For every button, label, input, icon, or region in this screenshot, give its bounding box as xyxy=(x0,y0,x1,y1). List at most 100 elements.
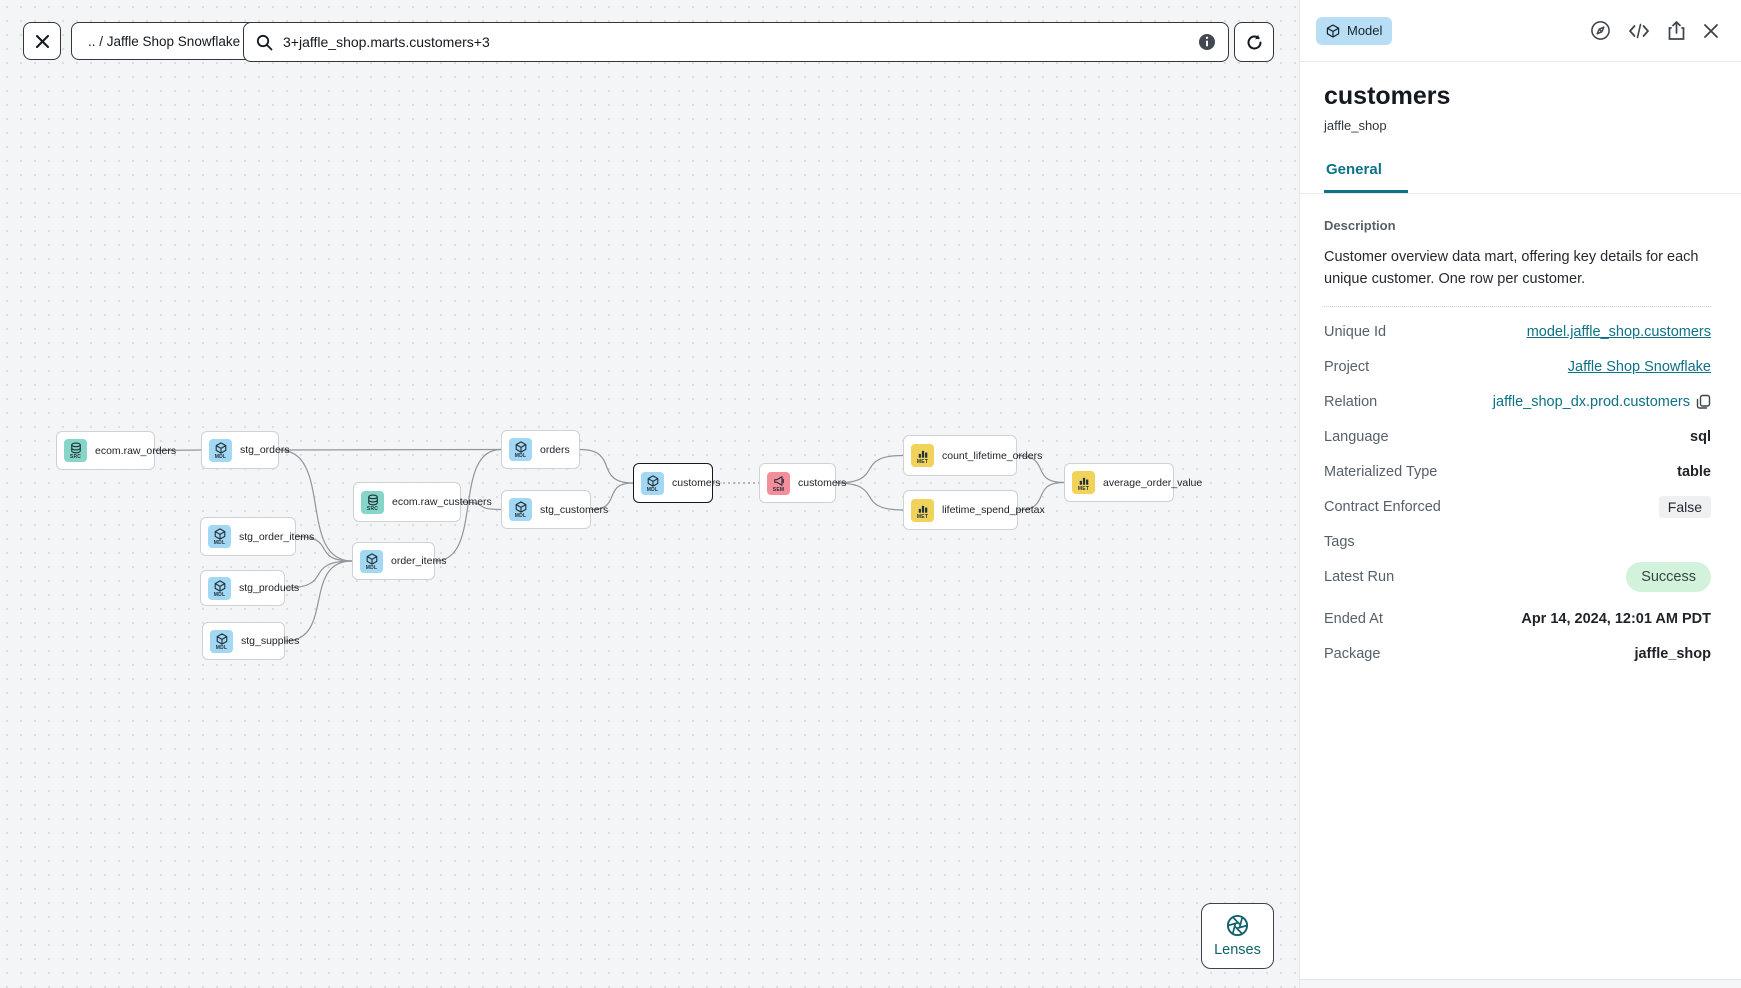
description-label: Description xyxy=(1324,218,1396,233)
node-label: stg_order_items xyxy=(239,530,315,543)
lineage-search[interactable] xyxy=(243,22,1229,62)
dag-edge-stg_orders-orders xyxy=(278,448,502,451)
field-label: Package xyxy=(1324,646,1381,663)
node-label: customers xyxy=(798,477,847,489)
field-row-latest-run: Latest Run Success xyxy=(1324,560,1711,595)
refresh-button[interactable] xyxy=(1234,22,1274,62)
field-row-project: Project Jaffle Shop Snowflake xyxy=(1324,350,1711,385)
dag-node-customers[interactable]: MDL customers xyxy=(633,463,720,503)
dag-node-stg_supplies[interactable]: MDL stg_supplies xyxy=(202,622,299,660)
node-label: stg_products xyxy=(239,582,300,594)
details-panel: Model customers jaffle_shop General Desc… xyxy=(1299,0,1741,988)
close-panel-icon[interactable] xyxy=(1703,23,1719,39)
copy-icon[interactable] xyxy=(1696,394,1711,410)
node-label: ecom.raw_customers xyxy=(392,496,492,508)
lenses-label: Lenses xyxy=(1214,942,1261,958)
dag-node-stg_customers[interactable]: MDL stg_customers xyxy=(501,490,608,529)
field-label: Ended At xyxy=(1324,611,1383,628)
dag-node-order_items[interactable]: MDL order_items xyxy=(352,542,446,580)
lenses-button[interactable]: Lenses xyxy=(1201,903,1274,969)
refresh-icon xyxy=(1247,34,1261,49)
node-label: stg_orders xyxy=(240,444,290,456)
dag-node-raw_orders[interactable]: SRC ecom.raw_orders xyxy=(56,431,176,470)
model-cube-icon: MDL xyxy=(509,498,532,521)
model-cube-icon: MDL xyxy=(210,629,233,653)
panel-footer xyxy=(1300,979,1741,988)
dag-node-stg_products[interactable]: MDL stg_products xyxy=(200,570,299,606)
field-row-ended-at: Ended At Apr 14, 2024, 12:01 AM PDT xyxy=(1324,602,1711,637)
node-label: orders xyxy=(540,443,570,456)
resource-type-badge: Model xyxy=(1316,16,1393,45)
info-icon[interactable] xyxy=(1198,33,1216,51)
model-cube-icon: MDL xyxy=(208,576,231,600)
metric-chart-icon: MET xyxy=(911,498,934,522)
metric-chart-icon: MET xyxy=(911,444,934,467)
code-icon[interactable] xyxy=(1628,22,1650,40)
field-label: Relation xyxy=(1324,394,1378,411)
dag-edge-orders-customers xyxy=(579,448,634,484)
field-link[interactable]: Jaffle Shop Snowflake xyxy=(1567,359,1711,376)
field-label: Contract Enforced xyxy=(1324,499,1441,516)
dag-node-stg_orders[interactable]: MDL stg_orders xyxy=(201,431,290,469)
metric-chart-icon: MET xyxy=(1072,471,1095,494)
field-value: Apr 14, 2024, 12:01 AM PDT xyxy=(1521,611,1711,628)
model-cube-icon xyxy=(1326,23,1340,38)
node-label: lifetime_spend_pretax xyxy=(942,504,1045,516)
dag-node-lifetime_spend[interactable]: MET lifetime_spend_pretax xyxy=(903,490,1045,530)
model-package-subtitle: jaffle_shop xyxy=(1324,118,1387,133)
search-icon xyxy=(256,34,273,50)
field-value: jaffle_shop_dx.prod.customers xyxy=(1492,394,1690,411)
model-cube-icon: MDL xyxy=(208,525,231,548)
share-icon[interactable] xyxy=(1667,20,1686,41)
field-row-contract-enforced: Contract Enforced False xyxy=(1324,490,1711,525)
model-cube-icon: MDL xyxy=(509,438,532,461)
field-row-relation: Relation jaffle_shop_dx.prod.customers xyxy=(1324,385,1711,420)
field-row-tags: Tags xyxy=(1324,525,1711,560)
lenses-aperture-icon xyxy=(1226,914,1249,937)
status-badge: Success xyxy=(1626,562,1711,593)
field-link[interactable]: model.jaffle_shop.customers xyxy=(1526,324,1711,341)
search-input[interactable] xyxy=(281,33,1198,51)
breadcrumb-label: .. / Jaffle Shop Snowflake xyxy=(88,33,241,49)
model-cube-icon: MDL xyxy=(360,549,383,573)
field-label: Language xyxy=(1324,429,1389,446)
dag-edge-stg_supplies-order_items xyxy=(284,560,353,642)
source-database-icon: SRC xyxy=(64,439,87,462)
node-label: stg_customers xyxy=(540,503,609,516)
close-icon xyxy=(35,34,49,48)
model-title: customers xyxy=(1324,82,1451,110)
node-label: ecom.raw_orders xyxy=(95,444,177,457)
node-label: order_items xyxy=(391,555,447,567)
value-badge: False xyxy=(1658,496,1711,519)
close-lineage-button[interactable] xyxy=(23,22,61,60)
node-label: customers xyxy=(672,477,721,489)
dag-node-count_lifetime[interactable]: MET count_lifetime_orders xyxy=(903,435,1042,476)
node-label: stg_supplies xyxy=(241,635,300,647)
field-label: Project xyxy=(1324,359,1370,376)
field-label: Tags xyxy=(1324,534,1355,551)
model-cube-icon: MDL xyxy=(641,471,664,495)
field-label: Latest Run xyxy=(1324,569,1395,586)
tab-general[interactable]: General xyxy=(1324,161,1408,193)
dag-node-raw_customers[interactable]: SRC ecom.raw_customers xyxy=(353,482,492,522)
field-label: Materialized Type xyxy=(1324,464,1438,481)
description-text: Customer overview data mart, offering ke… xyxy=(1324,249,1699,288)
breadcrumb[interactable]: .. / Jaffle Shop Snowflake xyxy=(71,22,258,60)
node-label: count_lifetime_orders xyxy=(942,449,1043,462)
field-label: Unique Id xyxy=(1324,324,1387,341)
dag-node-stg_order_items[interactable]: MDL stg_order_items xyxy=(200,517,314,556)
source-database-icon: SRC xyxy=(361,490,384,514)
field-row-unique-id: Unique Id model.jaffle_shop.customers xyxy=(1324,315,1711,350)
explore-compass-icon[interactable] xyxy=(1590,20,1611,41)
panel-body: customers jaffle_shop General Descriptio… xyxy=(1300,82,1741,672)
divider xyxy=(1324,305,1711,307)
model-cube-icon: MDL xyxy=(209,438,232,462)
dag-node-orders[interactable]: MDL orders xyxy=(501,430,580,469)
